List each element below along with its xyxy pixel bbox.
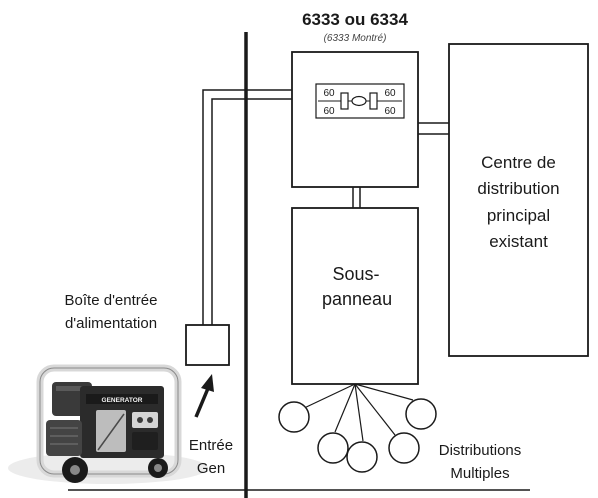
transfer-switch-box <box>291 51 419 188</box>
generator-illustration: GENERATOR <box>8 364 208 484</box>
circuit-circle <box>388 432 420 464</box>
breaker-1-top: 60 <box>323 88 335 99</box>
diagram-subtitle: (6333 Montré) <box>323 33 387 44</box>
gen-arrow <box>194 385 211 418</box>
breaker-handle-right <box>369 92 378 110</box>
circuit-circle <box>405 398 437 430</box>
distribution-circuits <box>278 383 437 473</box>
power-inlet-label: Boîte d'entrée d'alimentation <box>64 292 158 332</box>
breaker-2-bottom: 60 <box>384 106 396 117</box>
breaker-1-bottom: 60 <box>323 106 335 117</box>
breaker-2-top: 60 <box>384 88 396 99</box>
distribution-label: Distributions Multiples <box>438 442 522 482</box>
circuit-circle <box>346 441 378 473</box>
power-inlet-box <box>185 324 230 366</box>
interlock-icon <box>351 95 367 107</box>
circuit-circle <box>317 432 349 464</box>
diagram-title: 6333 ou 6334 <box>302 10 408 29</box>
subpanel-box <box>291 207 419 385</box>
gen-inlet-label: Entrée Gen <box>188 437 234 477</box>
gen-arrow-head <box>201 374 214 392</box>
generator-brand: GENERATOR <box>102 397 143 404</box>
subpanel-label: Sous-panneau <box>322 264 393 310</box>
circuit-circle <box>278 401 310 433</box>
main-panel-label: Centre de distribution principal existan… <box>477 153 560 252</box>
conduit-inlet <box>202 89 292 325</box>
breaker-handle-left <box>340 92 349 110</box>
breaker-group: 60 60 60 60 <box>315 83 405 119</box>
main-panel-box <box>448 43 589 357</box>
